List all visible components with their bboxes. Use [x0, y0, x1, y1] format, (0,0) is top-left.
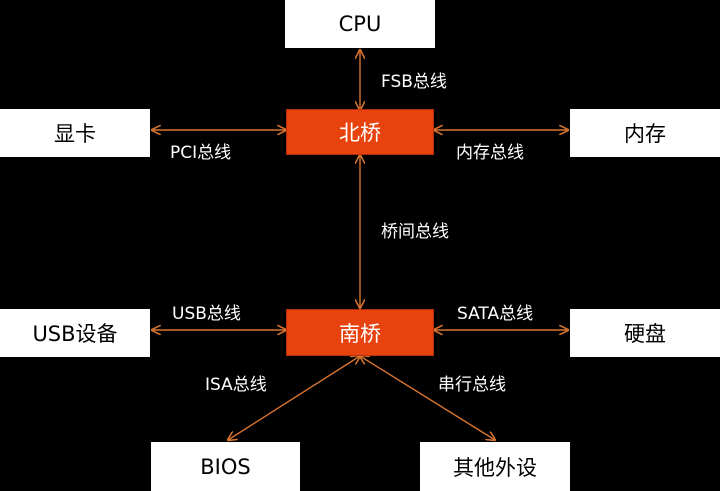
sata-bus-label: SATA总线	[457, 304, 534, 324]
peripheral-node: 其他外设	[420, 442, 570, 491]
southbridge-node: 南桥	[286, 309, 434, 356]
isa-bus-label: ISA总线	[205, 375, 267, 395]
northbridge-node: 北桥	[286, 109, 434, 155]
isa-bus-arrow	[228, 356, 360, 440]
bios-node: BIOS	[151, 442, 300, 491]
usb-device-node: USB设备	[0, 309, 150, 357]
cpu-node: CPU	[285, 0, 435, 48]
memory-bus-label: 内存总线	[456, 143, 524, 163]
disk-node: 硬盘	[570, 309, 720, 357]
bridge-bus-label: 桥间总线	[381, 222, 449, 242]
usb-bus-label: USB总线	[172, 304, 241, 324]
gpu-node: 显卡	[0, 109, 150, 157]
fsb-label: FSB总线	[381, 72, 447, 92]
pci-label: PCI总线	[170, 143, 232, 163]
memory-node: 内存	[570, 109, 720, 157]
serial-bus-arrow	[360, 356, 495, 440]
serial-bus-label: 串行总线	[438, 375, 506, 395]
